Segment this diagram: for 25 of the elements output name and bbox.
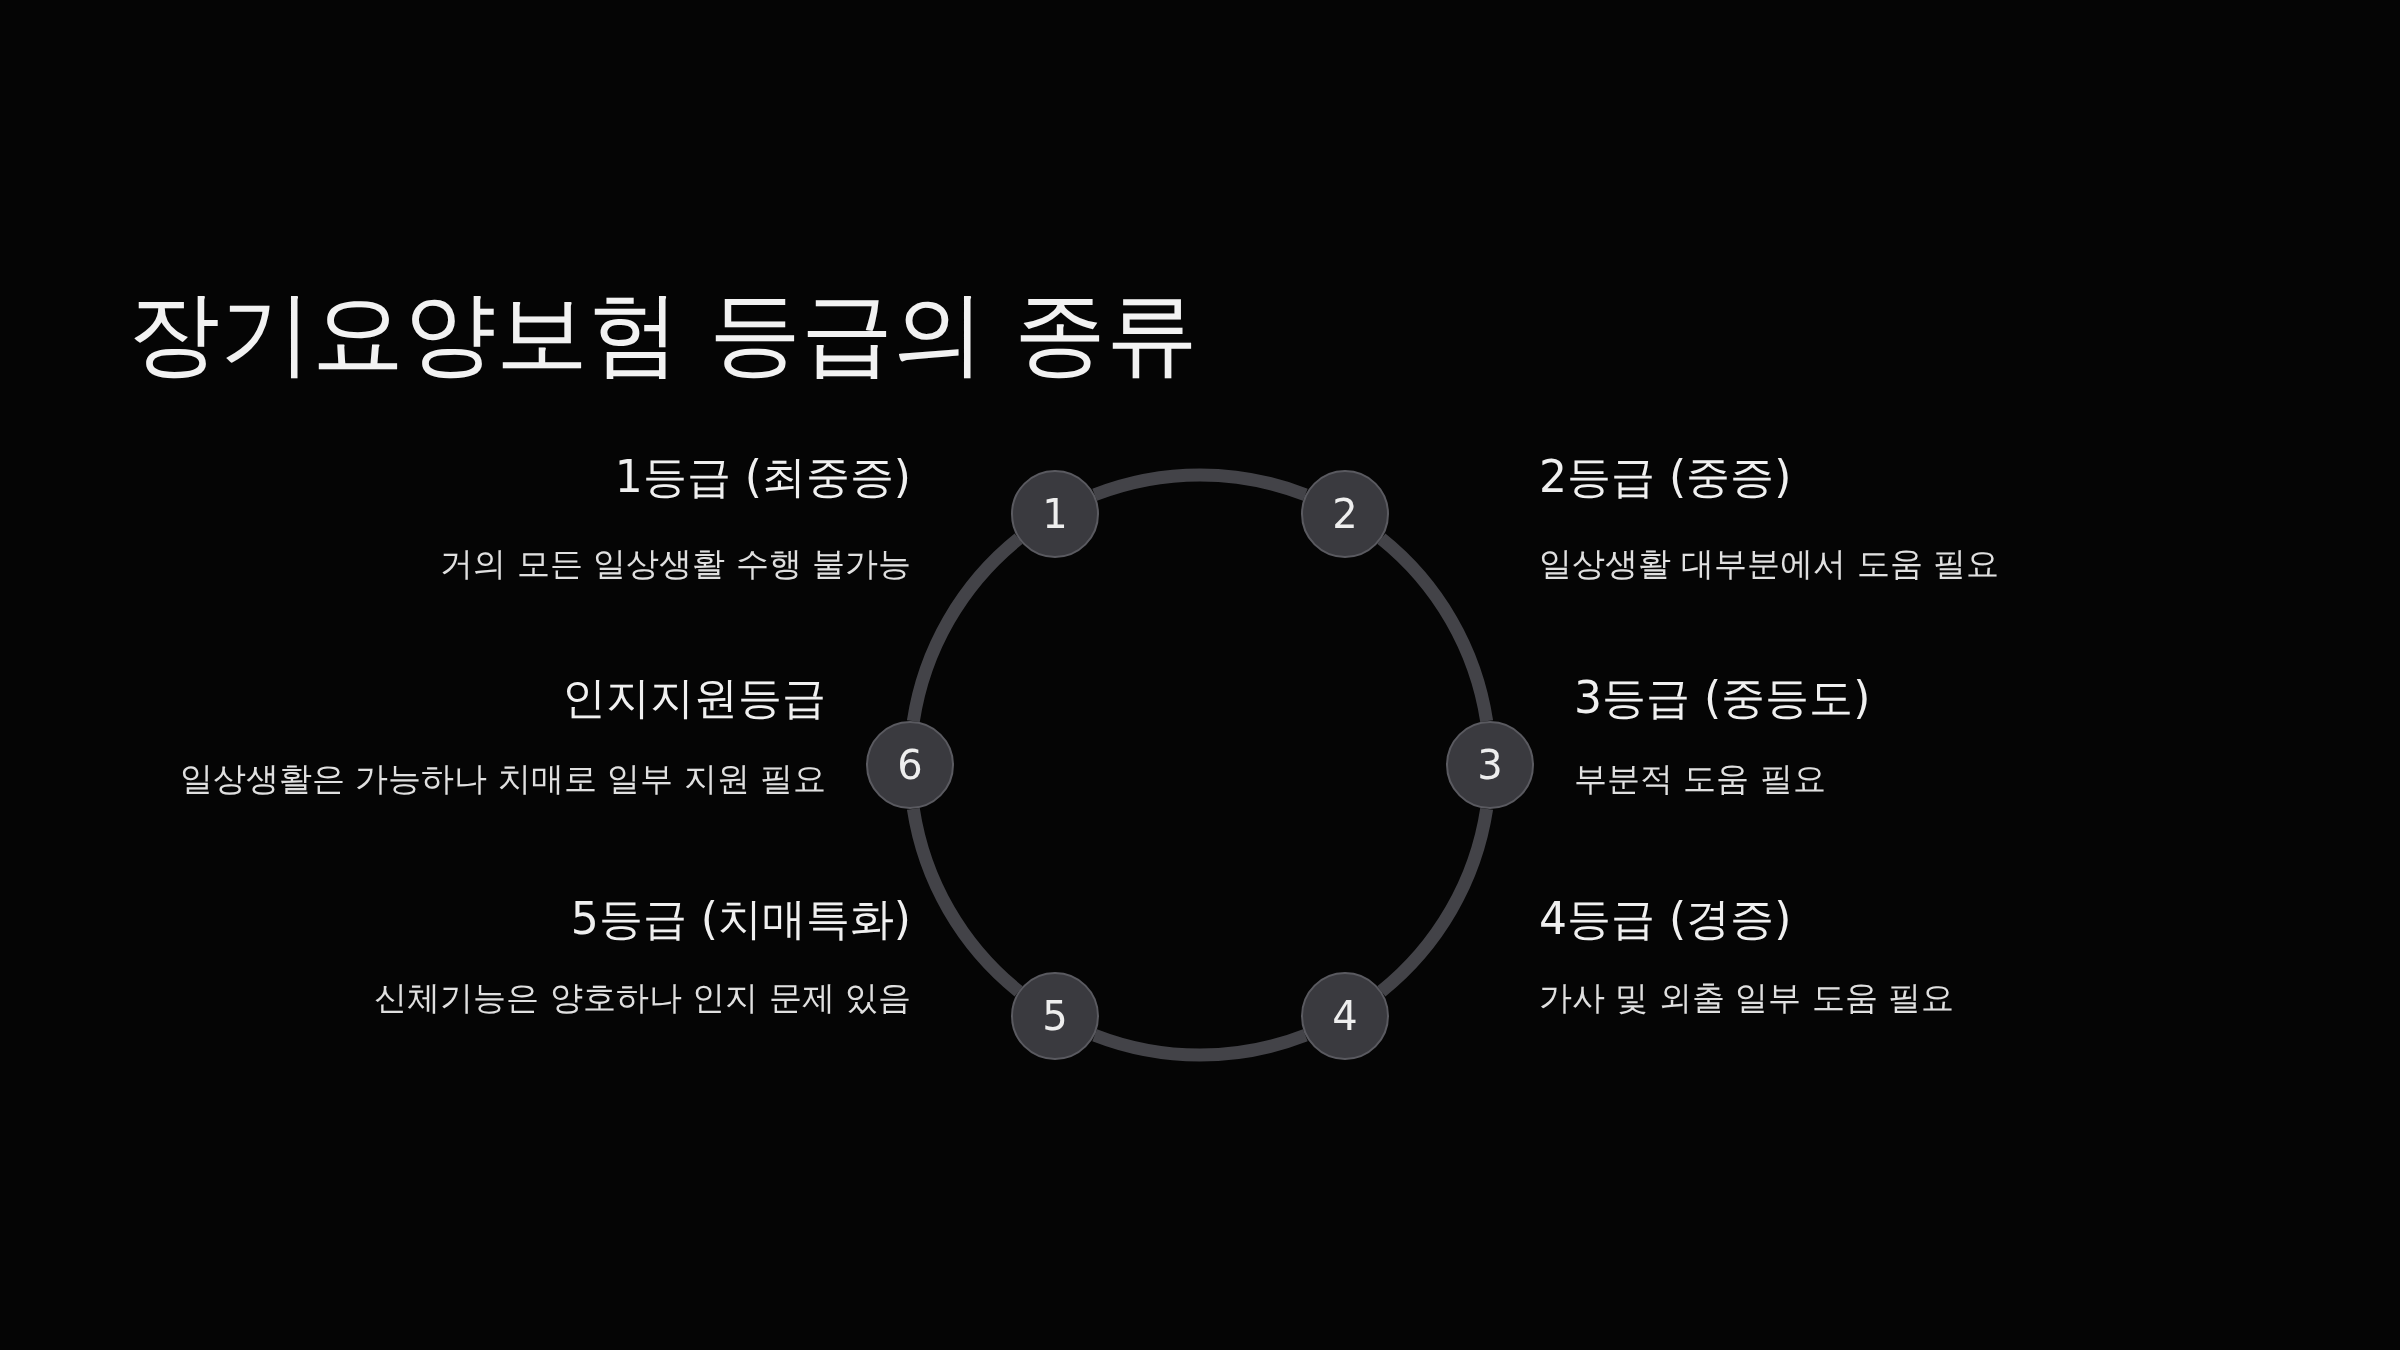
- ring-arc: [1092, 1029, 1308, 1062]
- step-number-circle: 4: [1301, 972, 1389, 1061]
- grade-heading: 인지지원등급: [562, 671, 826, 725]
- grade-heading: 2등급 (중증): [1539, 449, 1792, 504]
- step-number-circle: 5: [1011, 972, 1099, 1061]
- grade-description: 부분적 도움 필요: [1574, 758, 1826, 800]
- diagram-title: 장기요양보험 등급의 종류: [128, 279, 1199, 389]
- grade-description: 신체기능은 양호하나 인지 문제 있음: [374, 977, 911, 1020]
- ring-arc: [1376, 533, 1493, 723]
- step-number-circle: 2: [1301, 469, 1389, 558]
- grade-heading: 5등급 (치매특화): [570, 892, 911, 947]
- step-number-circle: 3: [1446, 721, 1534, 809]
- step-number-circle: 6: [866, 721, 954, 809]
- grade-description: 일상생활 대부분에서 도움 필요: [1539, 542, 2000, 585]
- ring-arc: [1092, 468, 1308, 501]
- grade-description: 거의 모든 일상생활 수행 불가능: [440, 542, 911, 585]
- ring-arc: [1376, 807, 1493, 997]
- grade-heading: 1등급 (최중증): [614, 449, 911, 504]
- step-number-circle: 1: [1011, 469, 1099, 558]
- grade-heading: 3등급 (중등도): [1574, 671, 1871, 725]
- grade-heading: 4등급 (경증): [1539, 892, 1792, 947]
- grade-description: 일상생활은 가능하나 치매로 일부 지원 필요: [179, 758, 826, 800]
- ring-arc: [907, 807, 1024, 997]
- ring-arc: [907, 533, 1024, 723]
- grade-description: 가사 및 외출 일부 도움 필요: [1539, 977, 1955, 1020]
